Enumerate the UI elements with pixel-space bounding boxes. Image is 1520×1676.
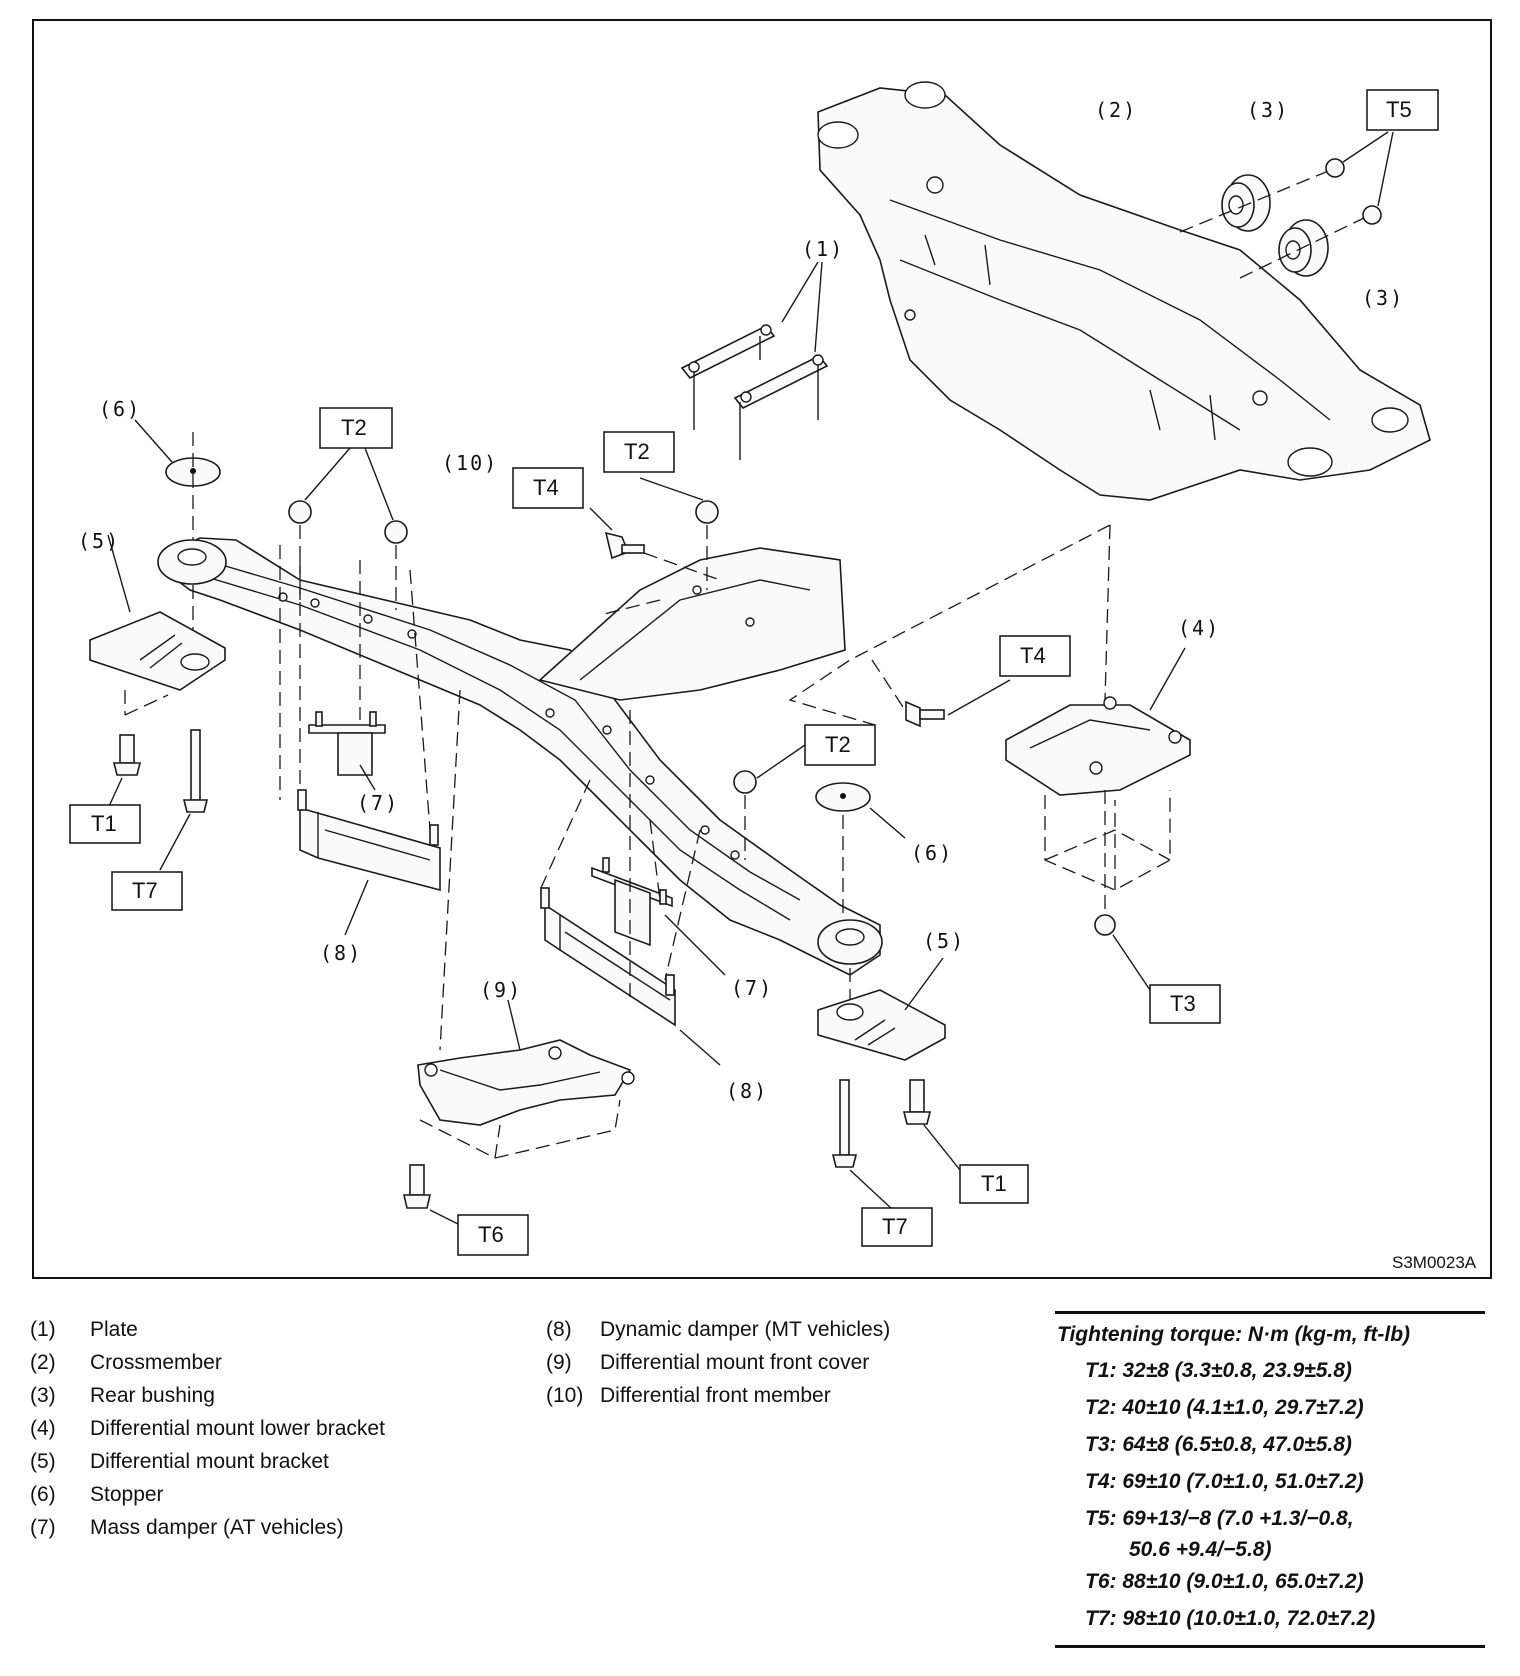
callout-7a: (7) — [357, 791, 399, 815]
callout-5b: (5) — [923, 929, 965, 953]
torque-t3: T3: 64±8 (6.5±0.8, 47.0±5.8) — [1085, 1433, 1352, 1456]
svg-text:T7: T7 — [882, 1214, 908, 1239]
torque-table: Tightening torque: N·m (kg-m, ft-lb) T1:… — [1055, 1311, 1485, 1648]
svg-text:T5: T5 — [1386, 97, 1412, 122]
rear-bushing-1 — [1221, 174, 1271, 232]
callout-8a: (8) — [320, 941, 362, 965]
legend-item: (8)Dynamic damper (MT vehicles) — [546, 1318, 891, 1341]
torque-heading: Tightening torque: N·m (kg-m, ft-lb) — [1057, 1323, 1411, 1346]
mass-damper-left — [308, 711, 386, 791]
differential-mount-lower-bracket — [1005, 647, 1191, 891]
nut-t2-3 — [695, 500, 719, 524]
callout-2: (2) — [1095, 98, 1137, 122]
torque-t5-line1: T5: 69+13/−8 (7.0 +1.3/−0.8, — [1085, 1507, 1354, 1530]
bolt-t1-right — [902, 1079, 932, 1125]
bolt-t7-right — [831, 1079, 858, 1168]
dynamic-damper-right — [540, 887, 721, 1066]
callout-4: (4) — [1178, 616, 1220, 640]
legend-item: (10)Differential front member — [546, 1384, 831, 1407]
svg-text:T2: T2 — [624, 439, 650, 464]
dynamic-damper-left — [297, 789, 441, 936]
callout-6b: (6) — [911, 841, 953, 865]
torque-box-t1-2: T1 — [959, 1164, 1029, 1204]
torque-box-t7-1: T7 — [111, 871, 183, 911]
callout-9: (9) — [480, 978, 522, 1002]
torque-box-t4-2: T4 — [999, 635, 1071, 677]
nut-t2-2 — [384, 520, 408, 544]
nut-t3 — [1094, 914, 1116, 936]
figure-code: S3M0023A — [1392, 1253, 1477, 1272]
torque-t4: T4: 69±10 (7.0±1.0, 51.0±7.2) — [1085, 1470, 1364, 1493]
nut-t5-1 — [1325, 158, 1345, 178]
svg-text:T3: T3 — [1170, 991, 1196, 1016]
nut-t2-1 — [288, 500, 312, 524]
svg-text:T2: T2 — [341, 415, 367, 440]
bolt-t6 — [402, 1164, 432, 1209]
legend-item: (5)Differential mount bracket — [30, 1450, 329, 1473]
callout-7b: (7) — [731, 976, 773, 1000]
torque-t5: T5: 69+13/−8 (7.0 +1.3/−0.8, 50.6 +9.4/−… — [1055, 1500, 1485, 1563]
svg-text:T6: T6 — [478, 1222, 504, 1247]
rear-bushing-2 — [1278, 219, 1329, 277]
plate-pair — [680, 261, 829, 460]
torque-box-t2-2: T2 — [603, 431, 675, 473]
torque-box-t2-1: T2 — [319, 407, 393, 449]
legend-item: (4)Differential mount lower bracket — [30, 1417, 385, 1440]
exploded-diagram: (1) (2) (3) (3) (4) (5) (5) (6) (6) (7) … — [32, 19, 1492, 1279]
bolt-t4-1 — [604, 531, 645, 560]
torque-box-t2-3: T2 — [804, 724, 876, 766]
torque-t7: T7: 98±10 (10.0±1.0, 72.0±7.2) — [1085, 1607, 1376, 1630]
legend-item: (2)Crossmember — [30, 1351, 222, 1374]
callout-8b: (8) — [726, 1079, 768, 1103]
legend-item: (9)Differential mount front cover — [546, 1351, 870, 1374]
torque-box-t5: T5 — [1366, 89, 1439, 131]
torque-t1: T1: 32±8 (3.3±0.8, 23.9±5.8) — [1085, 1359, 1352, 1382]
bolt-t1-left — [112, 734, 142, 776]
torque-t5-line2: 50.6 +9.4/−5.8) — [1129, 1538, 1272, 1561]
svg-text:T1: T1 — [981, 1171, 1007, 1196]
callout-10: (10) — [442, 451, 498, 475]
bolt-t7-left — [182, 729, 209, 813]
legend-item: (1)Plate — [30, 1318, 138, 1341]
differential-front-member — [157, 537, 883, 976]
svg-text:T4: T4 — [533, 475, 559, 500]
mass-damper-right — [591, 857, 726, 976]
callout-3b: (3) — [1362, 286, 1404, 310]
differential-mount-bracket-right — [817, 957, 946, 1061]
torque-t6: T6: 88±10 (9.0±1.0, 65.0±7.2) — [1085, 1570, 1364, 1593]
torque-box-t3: T3 — [1149, 984, 1221, 1024]
torque-box-t4-1: T4 — [512, 467, 584, 509]
stopper-right — [815, 782, 871, 812]
callout-1: (1) — [802, 237, 844, 261]
legend-item: (7)Mass damper (AT vehicles) — [30, 1516, 344, 1539]
callout-5a: (5) — [78, 529, 120, 553]
svg-text:T1: T1 — [91, 811, 117, 836]
nut-t2-4 — [733, 770, 757, 794]
svg-text:T4: T4 — [1020, 643, 1046, 668]
differential-mount-front-cover — [417, 999, 635, 1159]
svg-text:T7: T7 — [132, 878, 158, 903]
differential-mount-bracket-left — [89, 534, 226, 716]
legend-middle: (8)Dynamic damper (MT vehicles) (9)Diffe… — [546, 1313, 890, 1412]
legend-item: (3)Rear bushing — [30, 1384, 215, 1407]
torque-t2: T2: 40±10 (4.1±1.0, 29.7±7.2) — [1085, 1396, 1364, 1419]
torque-box-t6: T6 — [457, 1214, 529, 1256]
callout-3a: (3) — [1247, 98, 1289, 122]
crossmember — [817, 81, 1431, 501]
callout-6a: (6) — [99, 397, 141, 421]
nut-t5-2 — [1362, 205, 1382, 225]
legend-item: (6)Stopper — [30, 1483, 164, 1506]
legend-left: (1)Plate (2)Crossmember (3)Rear bushing … — [30, 1313, 385, 1544]
torque-box-t1-1: T1 — [69, 804, 141, 844]
svg-text:T2: T2 — [825, 732, 851, 757]
torque-box-t7-2: T7 — [861, 1207, 933, 1247]
bolt-t4-2 — [905, 700, 945, 728]
